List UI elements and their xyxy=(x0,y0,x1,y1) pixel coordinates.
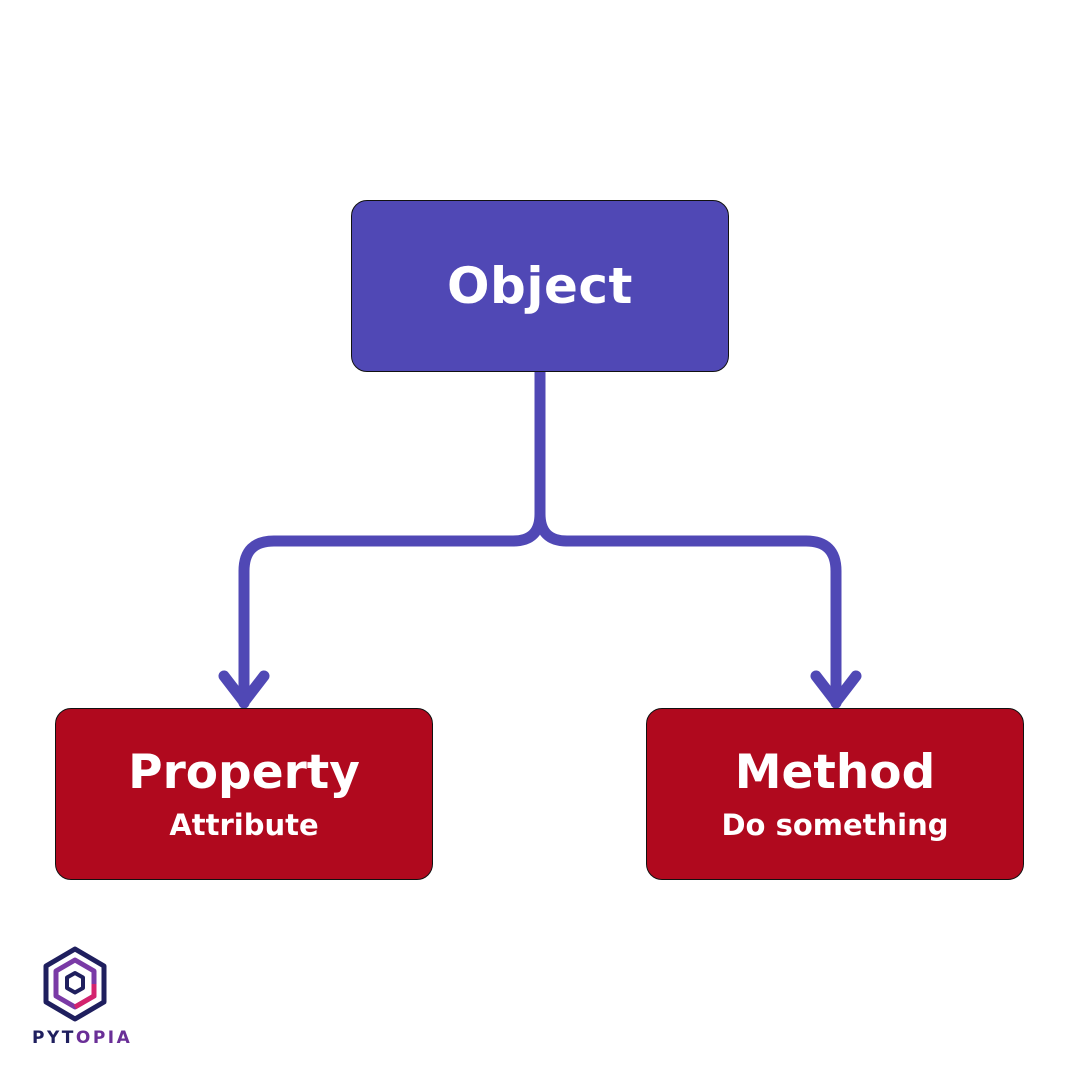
wordmark-part-2: OPIA xyxy=(75,1028,133,1048)
branch-left-line xyxy=(238,535,519,709)
pytopia-hexagon-icon xyxy=(43,946,107,1022)
wordmark-part-1: PYT xyxy=(32,1028,76,1048)
property-subtitle: Attribute xyxy=(169,808,319,843)
method-subtitle: Do something xyxy=(721,808,949,843)
pytopia-logo: PYTOPIA xyxy=(32,946,130,1056)
trunk-line xyxy=(507,366,546,547)
method-title: Method xyxy=(734,744,936,800)
arrowhead-left xyxy=(218,670,270,708)
property-title: Property xyxy=(128,744,360,800)
arrowhead-right xyxy=(810,670,862,708)
object-title: Object xyxy=(447,257,633,315)
pytopia-wordmark: PYTOPIA xyxy=(32,1028,132,1048)
object-node: Object xyxy=(351,200,729,372)
branch-right-line xyxy=(561,535,842,709)
method-node: Method Do something xyxy=(646,708,1024,880)
trunk-line-right xyxy=(534,508,573,547)
property-node: Property Attribute xyxy=(55,708,433,880)
